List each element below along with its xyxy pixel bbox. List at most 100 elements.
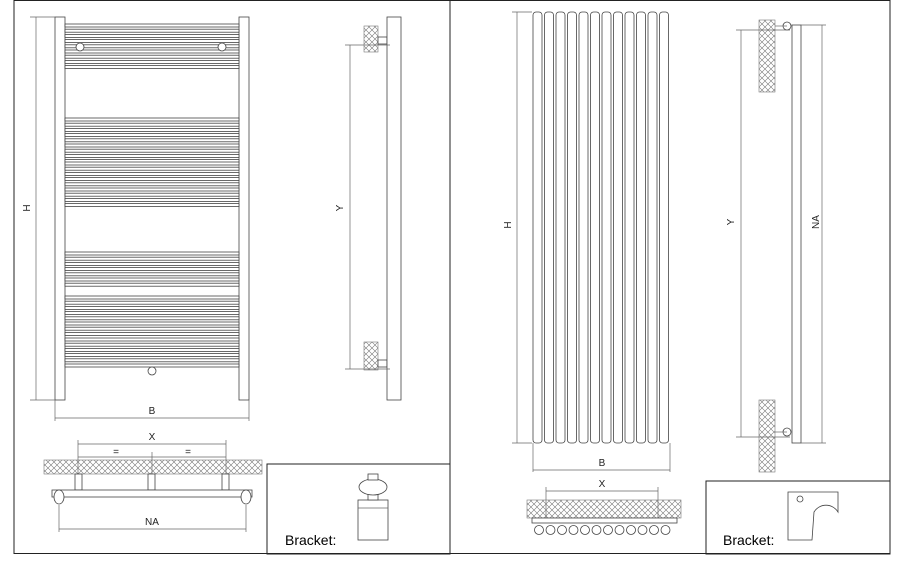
column — [636, 11, 646, 444]
rail — [64, 117, 240, 122]
column-tube — [591, 525, 602, 535]
width-dimension: B — [54, 400, 250, 421]
label-h-right: H — [503, 221, 514, 228]
bracket-label-left: Bracket: — [285, 532, 336, 548]
rail — [64, 353, 240, 358]
column-tube — [660, 525, 671, 535]
column-radiator-side-view: Y NA — [726, 19, 826, 473]
rail — [64, 171, 240, 176]
rail — [64, 133, 240, 138]
column-tube — [580, 525, 590, 535]
column-tube — [545, 525, 556, 535]
label-x: X — [149, 432, 156, 443]
connection-top-right — [217, 42, 227, 52]
bracket-left-illustration: Bracket: — [285, 473, 389, 548]
rail — [64, 295, 240, 300]
column — [578, 11, 589, 444]
rail — [64, 34, 240, 38]
label-equal-left: = — [113, 447, 119, 458]
rail — [64, 138, 240, 143]
bracket-label-right: Bracket: — [723, 532, 774, 548]
rail — [64, 277, 240, 282]
radiator-side-view: Y — [335, 16, 402, 401]
rail — [64, 23, 240, 28]
label-y: Y — [335, 204, 346, 211]
width-dimension-right: B — [532, 443, 671, 472]
column — [601, 11, 612, 444]
column-tube — [649, 525, 659, 535]
column-tube — [614, 525, 625, 535]
rail — [64, 337, 240, 342]
rail — [64, 65, 240, 69]
rail — [64, 28, 240, 33]
column — [613, 11, 623, 444]
rail — [64, 282, 240, 287]
rail — [64, 127, 240, 132]
rail — [64, 60, 240, 64]
column — [624, 11, 635, 444]
rail — [64, 261, 240, 266]
rail — [64, 197, 240, 202]
label-x-right: X — [599, 479, 606, 490]
wall-hatch-right — [526, 499, 682, 519]
connection-top-left — [75, 42, 85, 52]
connection-bottom — [147, 366, 157, 376]
rail — [64, 300, 240, 305]
rail — [64, 251, 240, 256]
rail — [64, 153, 240, 158]
radiator-rails — [64, 23, 240, 368]
column — [647, 11, 658, 444]
wall-hatch — [43, 459, 263, 475]
left-bracket-box — [266, 463, 451, 555]
height-dimension-right: H — [503, 11, 532, 444]
column-tube — [626, 525, 636, 535]
rail — [64, 256, 240, 261]
label-h: H — [22, 204, 33, 211]
column — [544, 11, 554, 444]
rail — [64, 161, 240, 166]
rail — [64, 166, 240, 171]
column — [590, 11, 600, 444]
rail — [64, 342, 240, 347]
column — [555, 11, 566, 444]
rail — [64, 54, 240, 59]
rail — [64, 321, 240, 326]
column-tube — [637, 525, 648, 535]
label-b: B — [149, 406, 156, 417]
column-radiator-front-view — [532, 11, 669, 444]
rail — [64, 358, 240, 363]
rail — [64, 272, 240, 277]
right-bracket-box — [705, 480, 891, 555]
rail — [64, 331, 240, 336]
radiator-columns — [532, 11, 669, 444]
rail — [64, 49, 240, 54]
rail — [64, 203, 240, 208]
column-tube — [603, 525, 613, 535]
column — [532, 11, 543, 444]
rail — [64, 316, 240, 321]
rail — [64, 363, 240, 368]
rail — [64, 311, 240, 316]
rail — [64, 39, 240, 43]
towel-radiator-front-view — [54, 16, 250, 401]
rail — [64, 267, 240, 272]
bracket-right-illustration: Bracket: — [723, 491, 839, 548]
rail — [64, 143, 240, 148]
rail — [64, 44, 240, 49]
rail — [64, 187, 240, 192]
column — [659, 11, 669, 444]
right-panel-frame — [449, 0, 891, 554]
rail — [64, 326, 240, 331]
label-na-right: NA — [811, 215, 822, 229]
rail — [64, 148, 240, 153]
label-y-right: Y — [726, 218, 737, 225]
column-tube — [557, 525, 567, 535]
rail — [64, 192, 240, 197]
label-na: NA — [145, 517, 159, 528]
height-dimension: H — [22, 16, 55, 401]
rail — [64, 305, 240, 310]
label-b-right: B — [599, 458, 606, 469]
column-tube — [568, 525, 579, 535]
rail — [64, 347, 240, 352]
